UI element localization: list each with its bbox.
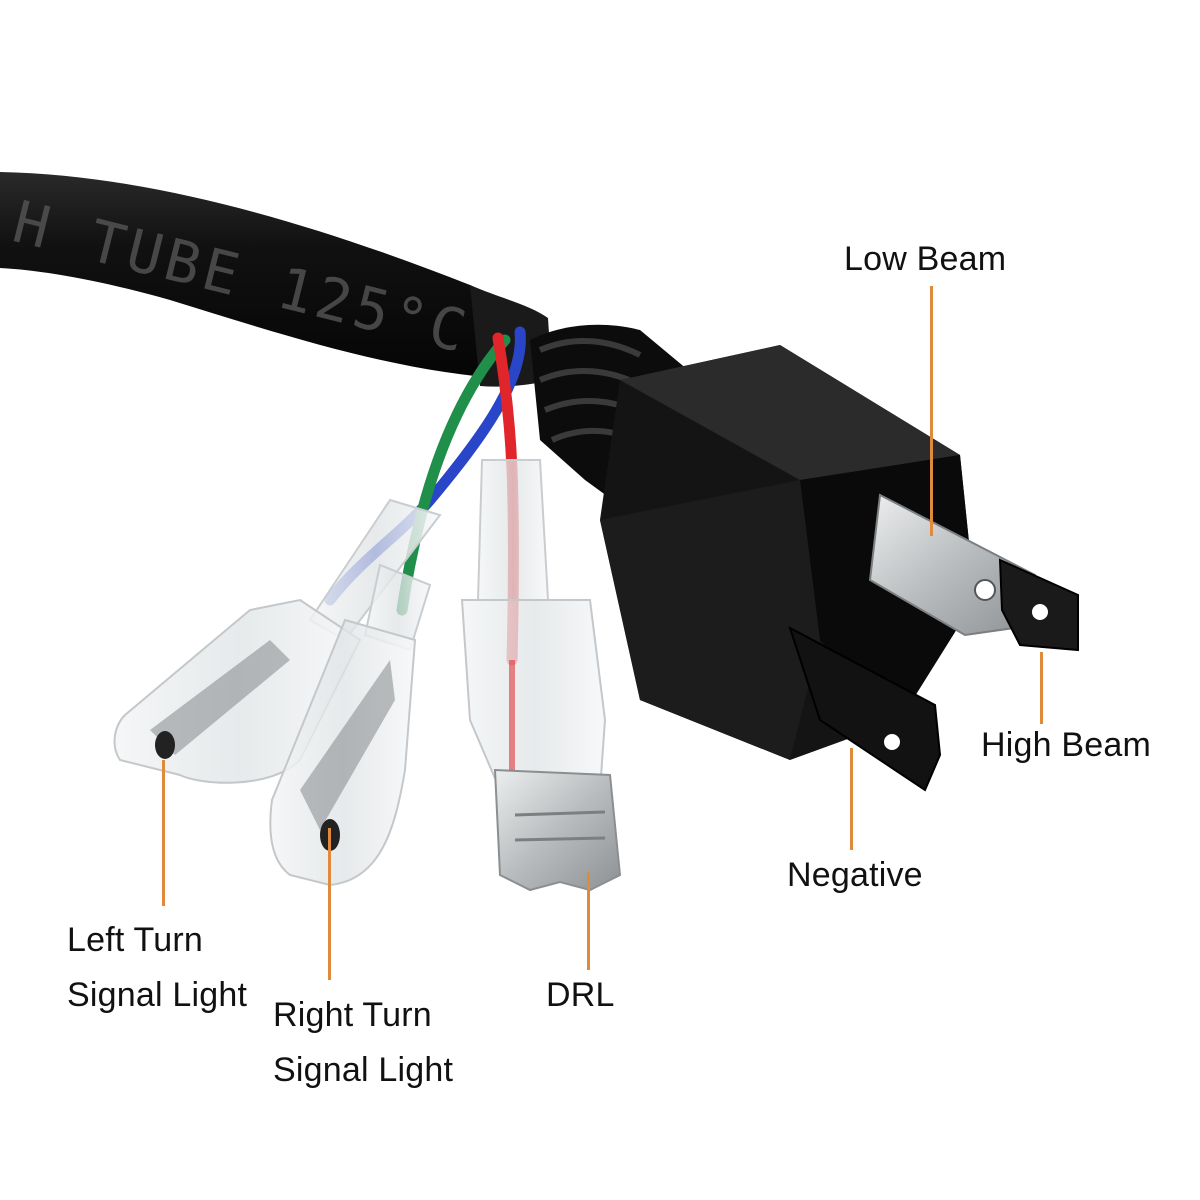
right-turn-leader (328, 828, 331, 980)
low-beam-leader (930, 286, 933, 536)
negative-label: Negative (787, 856, 923, 894)
drl-label: DRL (546, 976, 615, 1014)
drl-connector (460, 459, 622, 892)
left-turn-label: Left Turn Signal Light (67, 913, 247, 1023)
left-turn-label-line2: Signal Light (67, 976, 248, 1014)
high-beam-label: High Beam (981, 726, 1151, 764)
negative-leader (850, 748, 853, 850)
right-turn-label-line2: Signal Light (273, 1051, 454, 1089)
high-beam-leader (1040, 652, 1043, 724)
drl-leader (587, 872, 590, 970)
cable (0, 172, 545, 380)
left-turn-leader (162, 760, 165, 906)
right-turn-connector (269, 563, 432, 887)
left-turn-label-line1: Left Turn (67, 921, 203, 959)
low-beam-label: Low Beam (844, 240, 1007, 278)
low-beam-prong (868, 493, 1036, 637)
right-turn-label: Right Turn Signal Light (273, 988, 453, 1098)
high-beam-prong (998, 558, 1079, 652)
right-turn-label-line1: Right Turn (273, 996, 432, 1034)
negative-prong (788, 625, 942, 792)
